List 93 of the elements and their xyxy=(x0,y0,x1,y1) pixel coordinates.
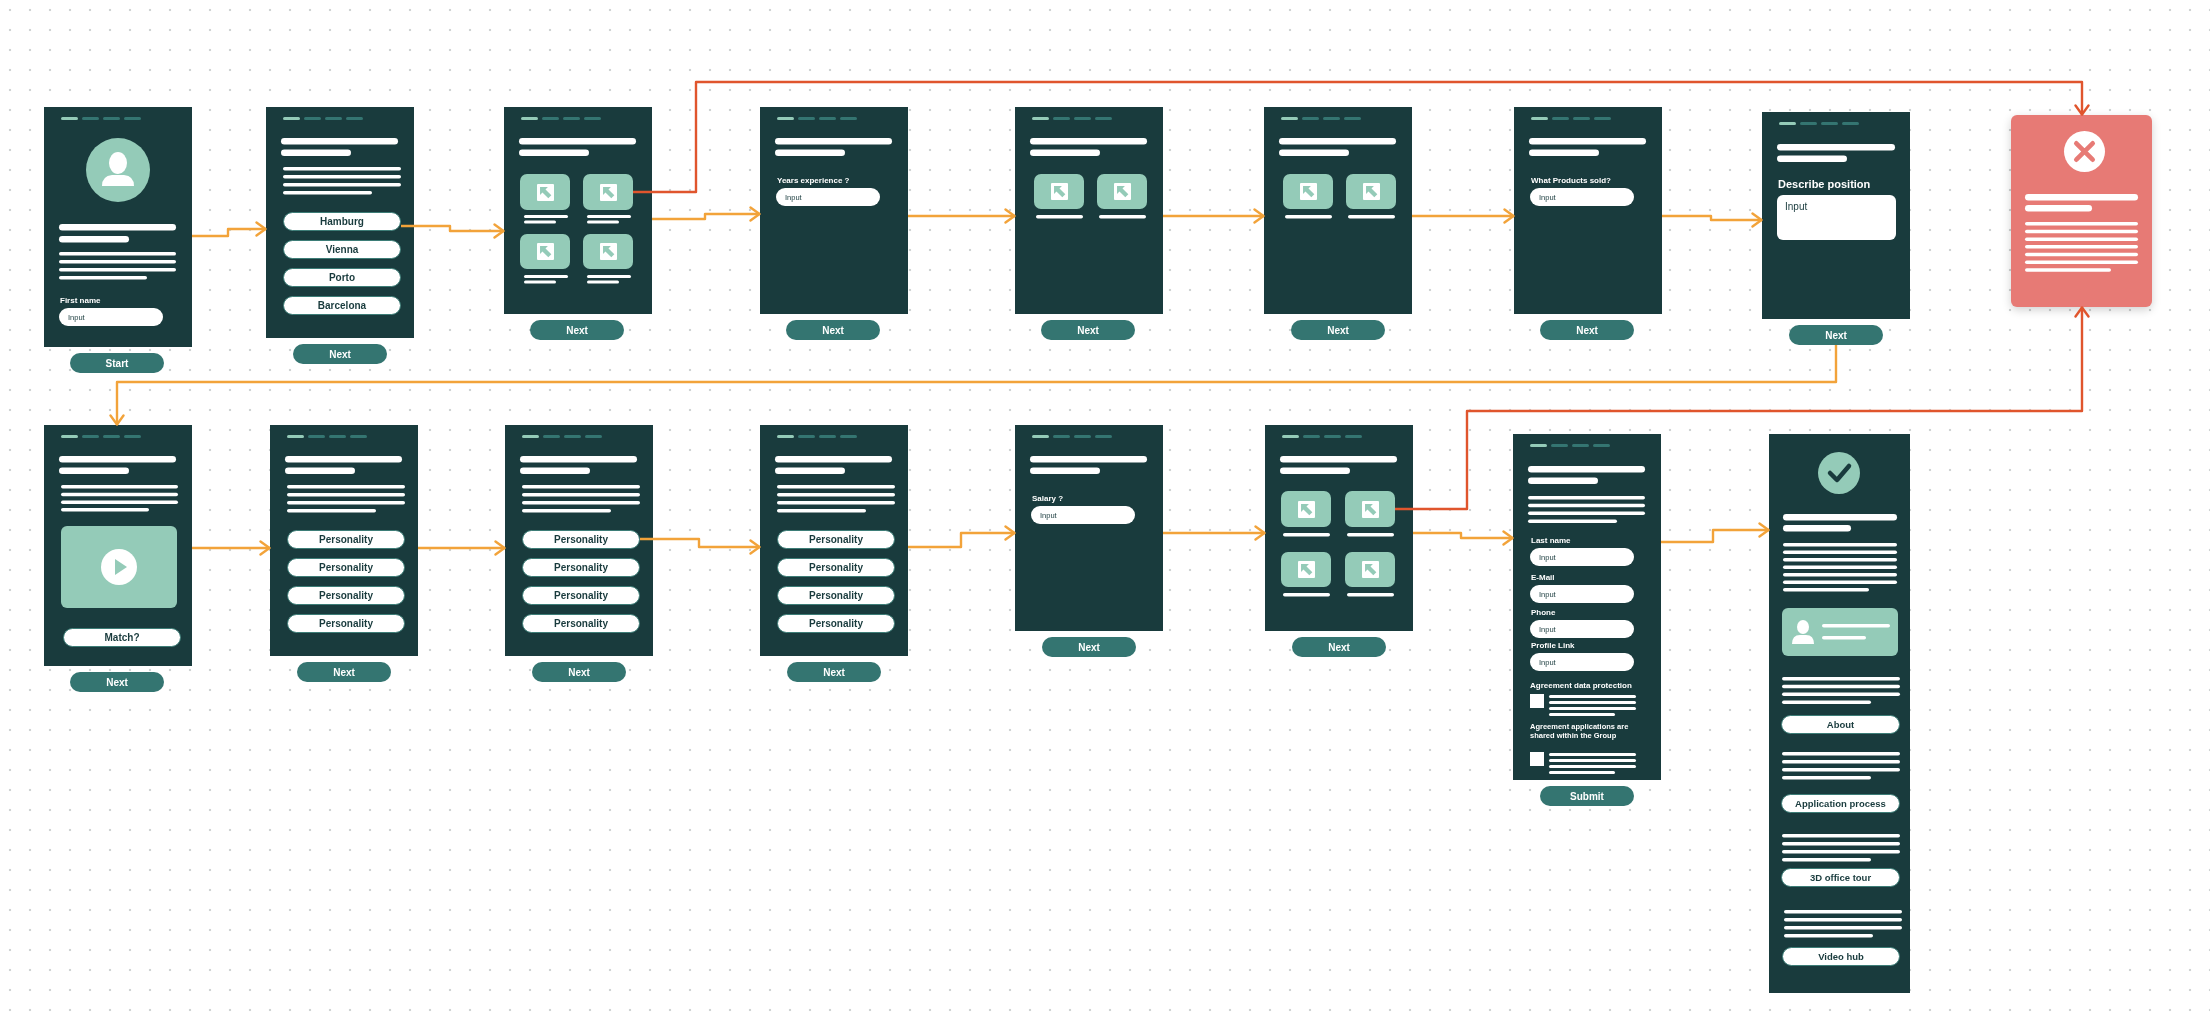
image-tile xyxy=(1034,174,1084,209)
arrow xyxy=(908,525,1016,549)
phone-screen xyxy=(1015,425,1163,631)
image-tile xyxy=(1346,174,1396,209)
arrow xyxy=(652,206,761,222)
next-button: Next xyxy=(532,662,626,682)
image-tile xyxy=(1283,174,1333,209)
field-label: Salary ? xyxy=(1032,494,1064,504)
next-button: Next xyxy=(787,662,881,682)
arrow xyxy=(192,540,271,556)
option-button: Personality xyxy=(777,530,895,549)
arrow xyxy=(1395,306,2090,511)
arrow xyxy=(640,537,761,555)
arrow xyxy=(1163,208,1265,224)
phone-screen xyxy=(44,107,192,347)
phone-screen xyxy=(504,107,652,314)
arrow xyxy=(908,208,1016,224)
phone-screen xyxy=(270,425,418,656)
start-button: Start xyxy=(70,353,164,373)
option-button: Personality xyxy=(287,558,405,577)
next-button: Next xyxy=(1291,320,1385,340)
next-button: Next xyxy=(70,672,164,692)
field-label: Years experience ? xyxy=(777,176,850,186)
option-button: Barcelona xyxy=(283,296,401,315)
arrow xyxy=(418,540,506,556)
option-button: Personality xyxy=(522,586,640,605)
image-tile xyxy=(520,174,570,210)
option-button: Personality xyxy=(777,614,895,633)
image-tile xyxy=(1097,174,1147,209)
arrow xyxy=(1163,525,1266,541)
option-button: Hamburg xyxy=(283,212,401,231)
image-tile xyxy=(1345,491,1395,527)
next-button: Next xyxy=(297,662,391,682)
arrow xyxy=(1661,522,1770,544)
next-button: Next xyxy=(1041,320,1135,340)
image-tile xyxy=(1345,552,1395,587)
match-button: Match? xyxy=(63,628,181,647)
phone-screen xyxy=(266,107,414,338)
field-label: What Products sold? xyxy=(1531,176,1611,186)
image-tile xyxy=(583,174,633,210)
next-button: Next xyxy=(1292,637,1386,657)
phone-screen xyxy=(1514,107,1662,314)
field-label: E-Mail xyxy=(1531,573,1555,583)
arrow xyxy=(1662,212,1763,228)
next-button: Next xyxy=(786,320,880,340)
submit-button: Submit xyxy=(1540,786,1634,806)
option-button: Personality xyxy=(522,614,640,633)
link-button: Application process xyxy=(1781,794,1900,813)
image-tile xyxy=(520,234,570,269)
phone-screen xyxy=(505,425,653,656)
option-button: Personality xyxy=(777,558,895,577)
option-button: Personality xyxy=(287,530,405,549)
option-button: Personality xyxy=(522,530,640,549)
next-button: Next xyxy=(293,344,387,364)
phone-screen xyxy=(1769,434,1910,993)
field-label: Agreement data protection xyxy=(1530,681,1632,691)
arrow xyxy=(192,221,267,238)
phone-screen xyxy=(1264,107,1412,314)
field-label: First name xyxy=(60,296,101,306)
error-screen xyxy=(2011,115,2152,307)
link-button: 3D office tour xyxy=(1781,868,1900,887)
option-button: Porto xyxy=(283,268,401,287)
option-button: Personality xyxy=(522,558,640,577)
option-button: Personality xyxy=(287,586,405,605)
next-button: Next xyxy=(1540,320,1634,340)
phone-screen xyxy=(44,425,192,666)
phone-screen xyxy=(1513,434,1661,780)
image-tile xyxy=(583,234,633,269)
option-button: Personality xyxy=(287,614,405,633)
arrow xyxy=(401,223,505,239)
option-button: Vienna xyxy=(283,240,401,259)
arrow xyxy=(633,80,2090,194)
field-label: Phone xyxy=(1531,608,1556,618)
phone-screen xyxy=(1015,107,1163,314)
next-button: Next xyxy=(1789,325,1883,345)
arrow xyxy=(109,345,1838,426)
link-button: About xyxy=(1781,715,1900,734)
arrow xyxy=(1413,530,1514,546)
next-button: Next xyxy=(1042,637,1136,657)
link-button: Video hub xyxy=(1782,947,1900,966)
next-button: Next xyxy=(530,320,624,340)
image-tile xyxy=(1281,552,1331,587)
phone-screen xyxy=(760,425,908,656)
text-area: Input xyxy=(1777,195,1896,240)
arrow xyxy=(1412,208,1515,224)
field-label: Profile Link xyxy=(1531,641,1575,651)
field-label: Last name xyxy=(1531,536,1571,546)
field-label: Describe position xyxy=(1778,178,1871,192)
phone-screen xyxy=(1762,112,1910,319)
option-button: Personality xyxy=(777,586,895,605)
phone-screen xyxy=(1265,425,1413,631)
image-tile xyxy=(1281,491,1331,527)
phone-screen xyxy=(760,107,908,314)
